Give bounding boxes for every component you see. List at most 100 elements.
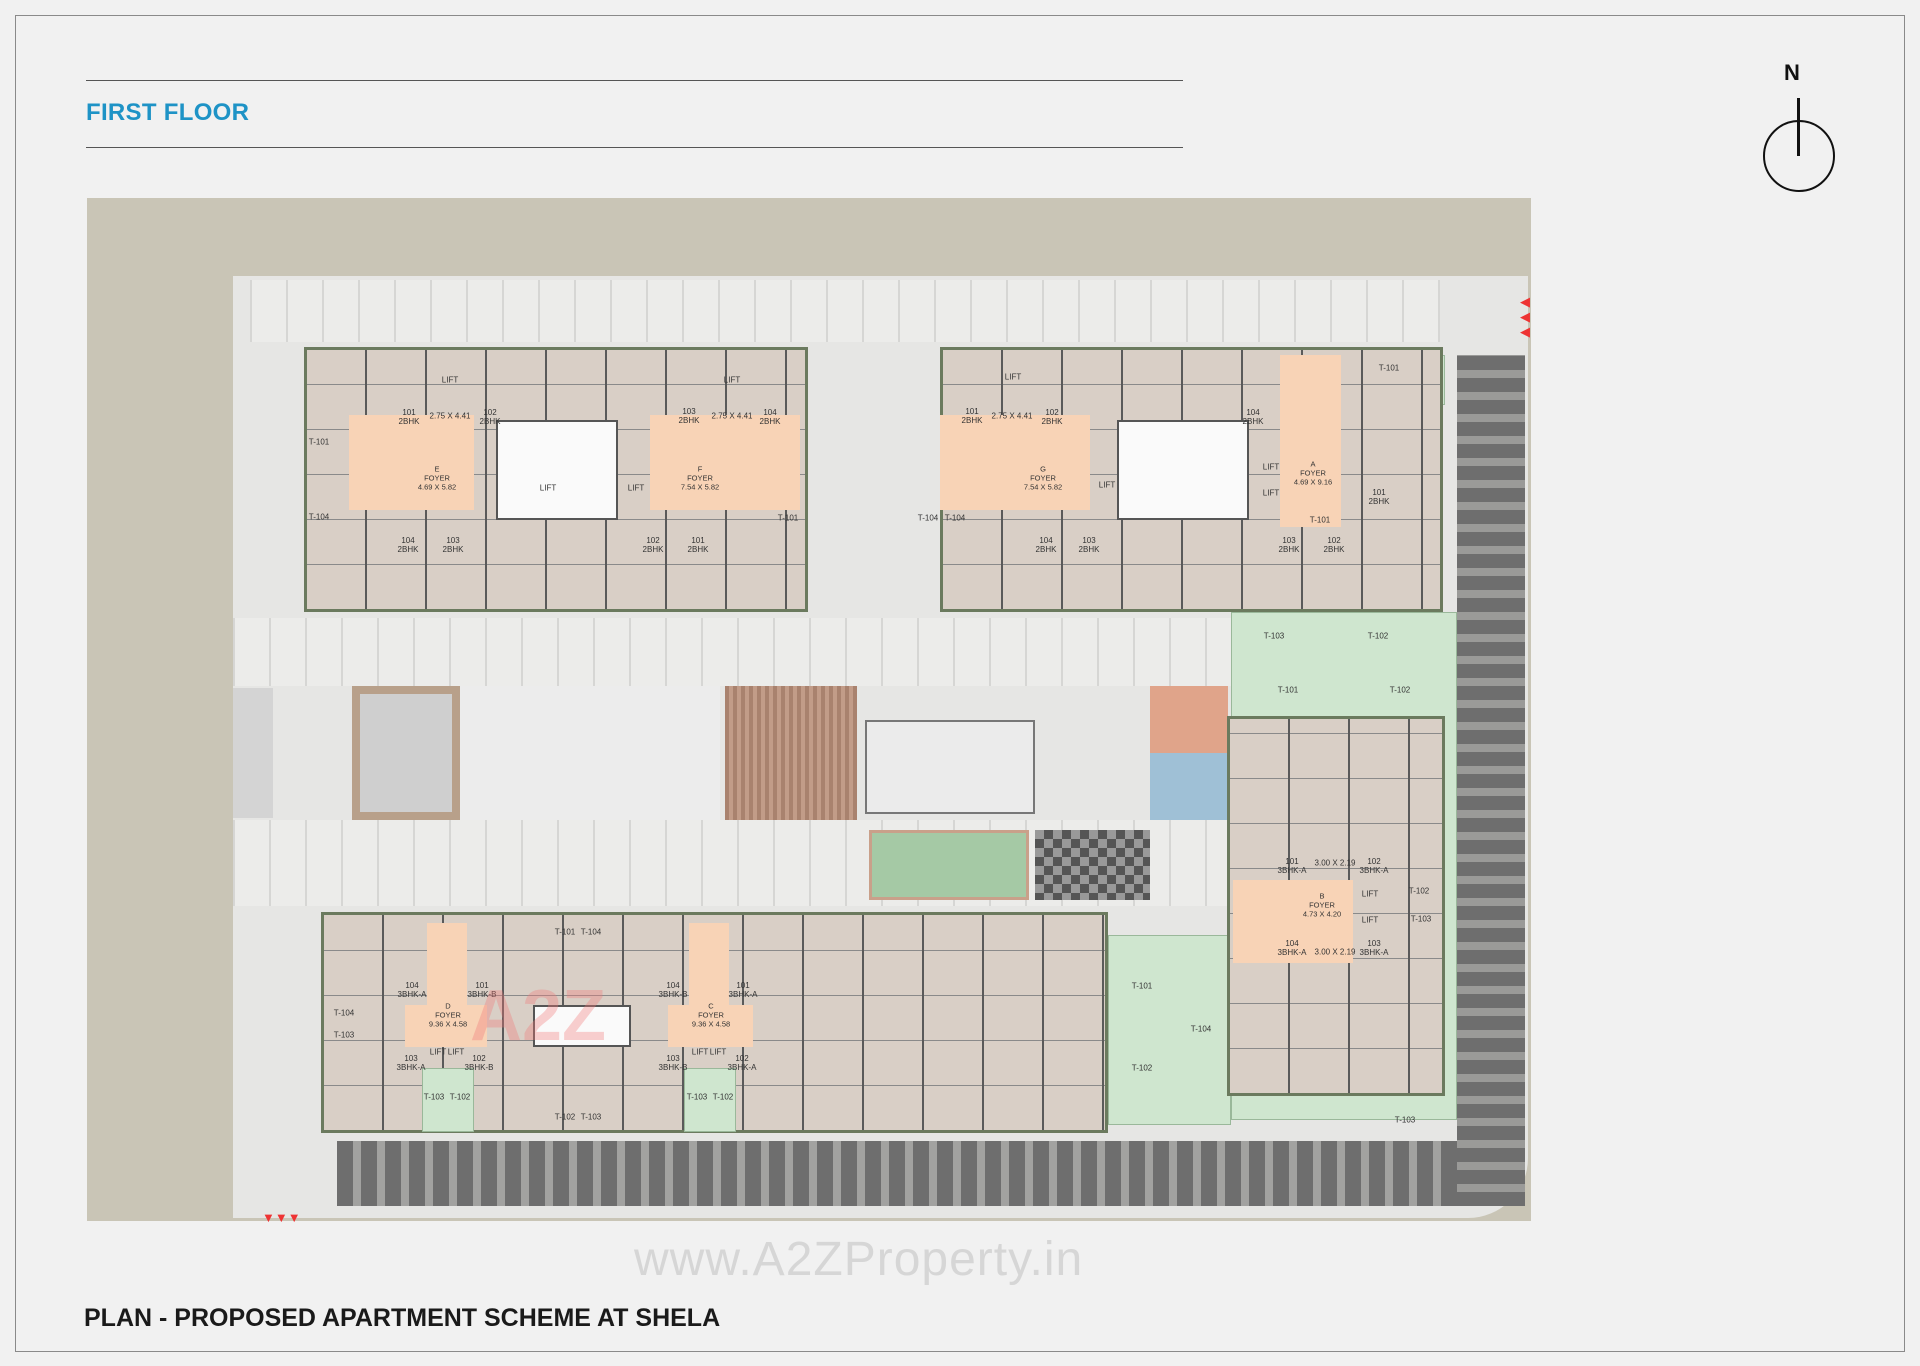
foyer-label: G FOYER 7.54 X 5.82 <box>1023 464 1063 492</box>
courtyard-d-c <box>533 1005 631 1047</box>
paved-driveway-east <box>1457 355 1525 1206</box>
foyer-label: C FOYER 9.36 X 4.58 <box>691 1001 731 1029</box>
unit-label: 102 2BHK <box>642 536 664 554</box>
north-label: N <box>1784 60 1800 85</box>
terrace-label: T-103 <box>333 1030 355 1040</box>
ramp <box>233 688 273 818</box>
terrace-label: T-101 <box>1277 685 1299 695</box>
unit-label: 101 2BHK <box>1368 488 1390 506</box>
terrace-label: T-101 <box>1309 515 1331 525</box>
foyer-e <box>349 415 474 510</box>
lift-label: LIFT <box>429 1047 447 1057</box>
unit-label: 102 2BHK <box>1323 536 1345 554</box>
terrace-label: T-104 <box>1190 1024 1212 1034</box>
unit-label: 101 3BHK-B <box>467 981 497 999</box>
terrace-label: T-103 <box>1410 914 1432 924</box>
foyer-label: D FOYER 9.36 X 4.58 <box>428 1001 468 1029</box>
drawing-frame <box>15 15 1905 1352</box>
page-title: FIRST FLOOR <box>86 99 250 126</box>
lift-label: LIFT <box>1262 488 1280 498</box>
dimension-label: 2.75 X 4.41 <box>711 411 753 421</box>
basketball-court <box>1150 686 1228 820</box>
parking-north <box>250 280 1440 342</box>
foyer-label: B FOYER 4.73 X 4.20 <box>1302 891 1342 919</box>
title-rule-bottom <box>86 147 1183 148</box>
terrace-label: T-104 <box>333 1008 355 1018</box>
terrace-label: T-104 <box>917 513 939 523</box>
stair-c <box>689 923 729 1007</box>
unit-label: 102 2BHK <box>1041 408 1063 426</box>
lift-label: LIFT <box>447 1047 465 1057</box>
unit-label: 101 3BHK-A <box>728 981 758 999</box>
watermark-logo: A2Z <box>470 976 607 1056</box>
terrace-label: T-102 <box>1367 631 1389 641</box>
unit-label: 104 2BHK <box>1035 536 1057 554</box>
terrace-d <box>422 1068 474 1132</box>
terrace-c <box>684 1068 736 1132</box>
foyer-label: E FOYER 4.69 X 5.82 <box>417 464 457 492</box>
entry-arrows-south-icon: ▼▼▼ <box>262 1210 301 1225</box>
unit-label: 102 2BHK <box>479 408 501 426</box>
unit-label: 103 2BHK <box>1078 536 1100 554</box>
unit-label: 104 3BHK-B <box>658 981 688 999</box>
terrace-label: T-103 <box>1394 1115 1416 1125</box>
terrace-label: T-103 <box>1263 631 1285 641</box>
plan-caption: PLAN - PROPOSED APARTMENT SCHEME AT SHEL… <box>84 1304 721 1332</box>
unit-label: 101 2BHK <box>687 536 709 554</box>
unit-label: 104 2BHK <box>397 536 419 554</box>
unit-label: 102 3BHK-B <box>464 1054 494 1072</box>
foyer-f <box>650 415 800 510</box>
lift-label: LIFT <box>723 375 741 385</box>
unit-label: 104 3BHK-A <box>397 981 427 999</box>
unit-label: 103 3BHK-B <box>658 1054 688 1072</box>
garden-plaza <box>460 686 720 820</box>
terrace-south-east <box>1108 935 1231 1125</box>
entry-arrows-icon: ◀◀◀ <box>1520 294 1530 339</box>
terrace-label: T-102 <box>1389 685 1411 695</box>
dimension-label: 2.75 X 4.41 <box>429 411 471 421</box>
foyer-g <box>940 415 1090 510</box>
clubhouse <box>865 720 1035 814</box>
parking-south <box>337 1141 1457 1206</box>
dimension-label: 3.00 X 2.19 <box>1314 947 1356 957</box>
parking-central-north <box>233 618 1231 686</box>
stair-d <box>427 923 467 1007</box>
foyer-label: F FOYER 7.54 X 5.82 <box>680 464 720 492</box>
terrace-label: T-104 <box>944 513 966 523</box>
courtyard-e-f <box>496 420 618 520</box>
lift-label: LIFT <box>691 1047 709 1057</box>
seating-pavilion <box>352 686 460 820</box>
lift-label: LIFT <box>627 483 645 493</box>
terrace-label: T-102 <box>554 1112 576 1122</box>
lift-label: LIFT <box>1262 462 1280 472</box>
unit-label: 103 2BHK <box>678 407 700 425</box>
unit-label: 103 3BHK-A <box>396 1054 426 1072</box>
terrace-label: T-102 <box>1408 886 1430 896</box>
dimension-label: 3.00 X 2.19 <box>1314 858 1356 868</box>
unit-label: 103 3BHK-A <box>1359 939 1389 957</box>
unit-label: 104 2BHK <box>759 408 781 426</box>
terrace-label: T-102 <box>712 1092 734 1102</box>
foyer-d <box>405 1005 487 1047</box>
foyer-label: A FOYER 4.69 X 9.16 <box>1293 459 1333 487</box>
terrace-label: T-102 <box>1131 1063 1153 1073</box>
terrace-label: T-101 <box>1378 363 1400 373</box>
unit-label: 101 2BHK <box>398 408 420 426</box>
lift-label: LIFT <box>539 483 557 493</box>
terrace-label: T-102 <box>449 1092 471 1102</box>
terrace-label: T-104 <box>580 927 602 937</box>
terrace-label: T-103 <box>686 1092 708 1102</box>
lift-label: LIFT <box>1004 372 1022 382</box>
compass-needle-icon <box>1797 98 1800 156</box>
terrace-label: T-104 <box>308 512 330 522</box>
unit-label: 104 3BHK-A <box>1277 939 1307 957</box>
courtyard-g-a <box>1117 420 1249 520</box>
unit-label: 101 2BHK <box>961 407 983 425</box>
lift-label: LIFT <box>709 1047 727 1057</box>
unit-label: 104 2BHK <box>1242 408 1264 426</box>
unit-label: 102 3BHK-A <box>1359 857 1389 875</box>
lift-label: LIFT <box>441 375 459 385</box>
wooden-deck <box>725 686 857 820</box>
unit-label: 102 3BHK-A <box>727 1054 757 1072</box>
terrace-label: T-101 <box>554 927 576 937</box>
